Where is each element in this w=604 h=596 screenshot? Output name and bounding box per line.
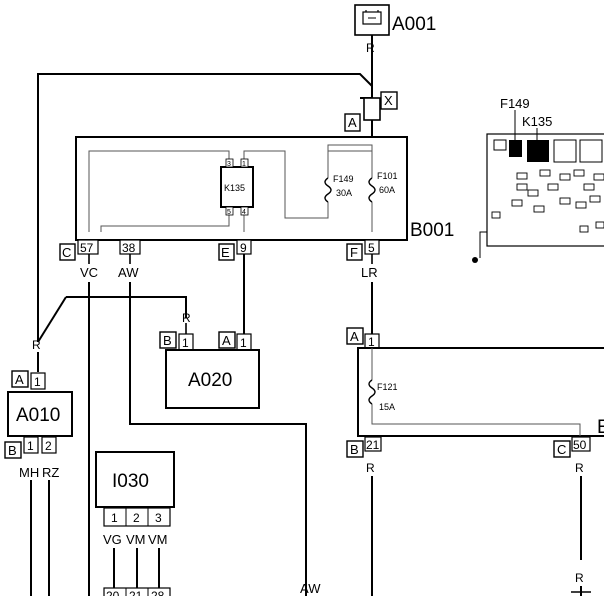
k135-pin-3: 3 — [227, 161, 231, 168]
b001-label: B001 — [410, 220, 454, 241]
f101-fuse-symbol — [368, 177, 376, 203]
inset-f149-label: F149 — [500, 96, 530, 111]
a001-battery-symbol — [354, 4, 390, 36]
k135-pin-5: 5 — [227, 209, 231, 216]
wire-lr: LR — [361, 265, 378, 280]
rb-connector-a: A — [350, 329, 359, 344]
a010-pin-a1: 1 — [34, 375, 41, 389]
bottom-pin-20: 20 — [106, 589, 120, 596]
a020-connector-b: B — [163, 333, 172, 348]
wire-vc: VC — [80, 265, 98, 280]
k135-pin-1: 1 — [242, 161, 246, 168]
b001-connector-e: E — [221, 245, 230, 260]
a001-connector-x: X — [384, 93, 393, 108]
b001-connector-f: F — [350, 245, 358, 260]
a020-box — [165, 349, 260, 409]
fusebox-inset — [472, 133, 604, 263]
wire-vm-2: VM — [148, 532, 168, 547]
f149-rating: 30A — [336, 188, 352, 198]
f149-label: F149 — [333, 174, 354, 184]
wire-right-bottom-r: R — [575, 571, 584, 585]
bottom-pin-28: 28 — [151, 589, 165, 596]
a010-pin-b2: 2 — [45, 439, 52, 453]
a020-label: A020 — [188, 370, 232, 391]
a010-connector-b: B — [8, 443, 17, 458]
k135-pin-4: 4 — [242, 209, 246, 216]
k135-relay — [220, 166, 254, 208]
wire-mh: MH — [19, 465, 39, 480]
wire-vm-1: VM — [126, 532, 146, 547]
right-box-edge-label: E — [597, 417, 604, 438]
b001-pin-5: 5 — [368, 241, 375, 255]
right-fuse-box — [357, 347, 604, 437]
f149-fuse-symbol — [324, 177, 332, 203]
b001-pin-57: 57 — [80, 241, 94, 255]
wire-aw-bottom: AW — [300, 581, 321, 596]
a010-pin-b1: 1 — [27, 439, 34, 453]
a010-connector-a: A — [15, 372, 24, 387]
f121-fuse-symbol — [368, 379, 376, 405]
a010-box — [7, 391, 73, 437]
a001-label: A001 — [392, 14, 436, 35]
wire-rb-c-r: R — [575, 461, 584, 475]
a020-connector-a: A — [222, 333, 231, 348]
f121-rating: 15A — [379, 402, 395, 412]
rb-pin-a1: 1 — [368, 335, 375, 349]
rb-connector-c: C — [557, 442, 566, 457]
i030-pin-1: 1 — [111, 511, 118, 525]
i030-pin-2: 2 — [133, 511, 140, 525]
rb-pin-c50: 50 — [573, 438, 587, 452]
i030-pin-3: 3 — [155, 511, 162, 525]
wire-rb-b-r: R — [366, 461, 375, 475]
a020-pin-b1: 1 — [182, 336, 189, 350]
f101-label: F101 — [377, 171, 398, 181]
b001-pin-38: 38 — [122, 241, 136, 255]
rb-pin-b21: 21 — [366, 438, 380, 452]
wire-aw: AW — [118, 265, 139, 280]
f121-label: F121 — [377, 382, 398, 392]
f101-rating: 60A — [379, 185, 395, 195]
i030-box — [95, 451, 175, 508]
b001-pin-9: 9 — [240, 241, 247, 255]
bottom-pin-21: 21 — [129, 589, 143, 596]
a020-pin-a1: 1 — [240, 336, 247, 350]
b001-connector-c: C — [62, 245, 71, 260]
wire-rz: RZ — [42, 465, 59, 480]
wire-a010-r: R — [32, 338, 41, 352]
i030-label: I030 — [112, 471, 149, 492]
wire-a020-r: R — [182, 311, 191, 325]
a001-connector-a: A — [348, 115, 357, 130]
a010-label: A010 — [16, 405, 60, 426]
inset-k135-label: K135 — [522, 114, 552, 129]
k135-label: K135 — [224, 183, 245, 193]
wire-vg: VG — [103, 532, 122, 547]
rb-connector-b: B — [350, 442, 359, 457]
wire-a001-r: R — [366, 41, 375, 55]
